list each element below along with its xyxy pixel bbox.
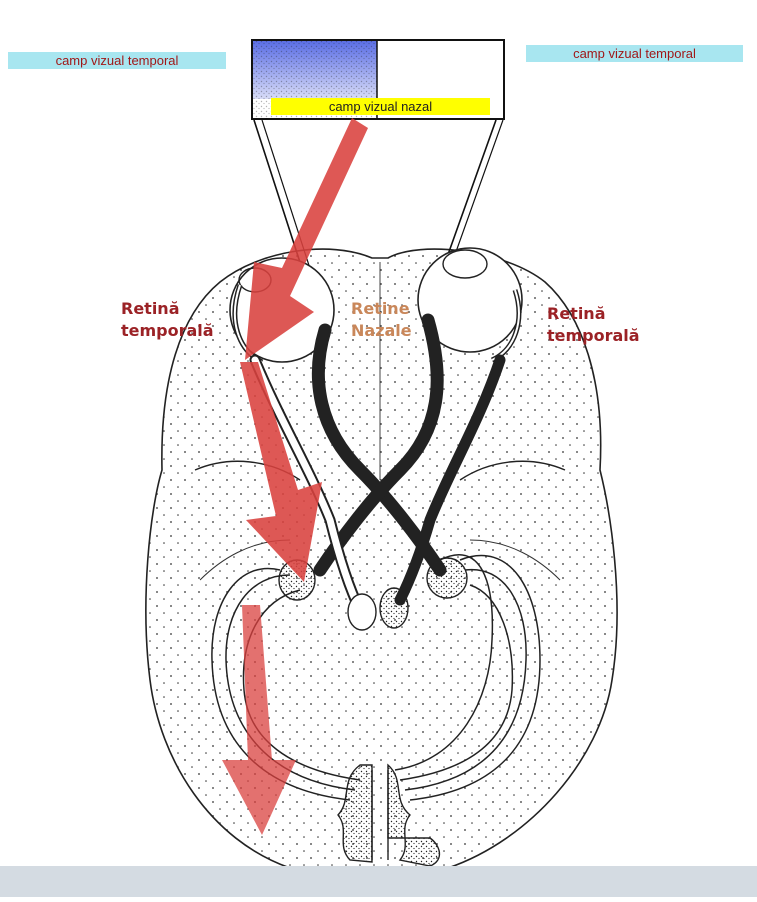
left-temporal-field-label: camp vizual temporal: [8, 52, 226, 69]
nasal-retina-label: Retine Nazale: [351, 298, 412, 342]
right-retina-line1: Retină: [547, 304, 606, 323]
left-retina-line1: Retină: [121, 299, 180, 318]
nasal-field-label: camp vizual nazal: [271, 98, 490, 115]
footer-bar: [0, 866, 757, 897]
left-visual-cortex: [337, 764, 373, 863]
right-visual-cortex: [387, 763, 441, 867]
nasal-retina-line2: Nazale: [351, 321, 412, 340]
right-retina-line2: temporală: [547, 326, 640, 345]
right-temporal-retina-label: Retină temporală: [547, 303, 640, 347]
pathway-arrow-icon: [222, 118, 368, 835]
left-temporal-retina-label: Retină temporală: [121, 298, 214, 342]
right-temporal-field-label: camp vizual temporal: [526, 45, 743, 62]
left-retina-line2: temporală: [121, 321, 214, 340]
right-lgn: [426, 557, 468, 599]
nasal-retina-line1: Retine: [351, 299, 410, 318]
right-eye: [417, 247, 523, 353]
